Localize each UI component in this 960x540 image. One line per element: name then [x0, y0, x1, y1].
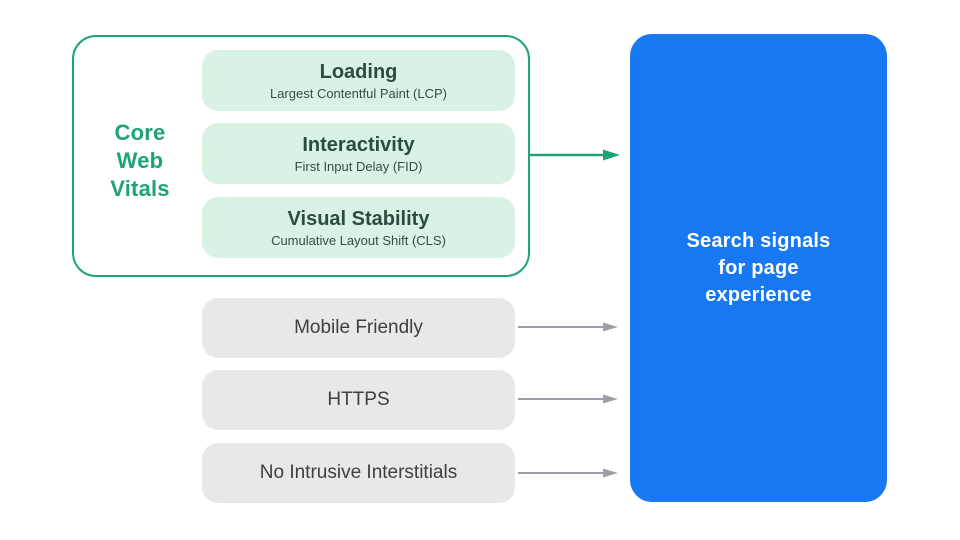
arrow-cwv-to-result-icon — [530, 149, 620, 161]
vital-box-visual-stability: Visual Stability Cumulative Layout Shift… — [202, 197, 515, 258]
signal-label: Mobile Friendly — [294, 317, 423, 338]
vital-box-interactivity: Interactivity First Input Delay (FID) — [202, 123, 515, 184]
vital-subtitle: Cumulative Layout Shift (CLS) — [271, 232, 446, 248]
vital-title: Loading — [319, 60, 398, 83]
search-signals-label-line: experience — [705, 283, 812, 306]
arrow-https-to-result-icon — [518, 394, 618, 404]
search-signals-panel: Search signals for page experience — [630, 34, 887, 502]
arrow-interstitials-to-result-icon — [518, 468, 618, 478]
vital-box-loading: Loading Largest Contentful Paint (LCP) — [202, 50, 515, 111]
core-web-vitals-label-line: Core — [114, 120, 166, 145]
signal-label: No Intrusive Interstitials — [259, 462, 458, 483]
vital-title: Interactivity — [302, 133, 415, 156]
signal-label: HTTPS — [327, 389, 390, 410]
search-signals-label: Search signals for page experience — [687, 228, 831, 309]
search-signals-label-line: Search signals — [686, 229, 831, 252]
vital-title: Visual Stability — [287, 207, 430, 230]
vital-subtitle: First Input Delay (FID) — [294, 158, 423, 174]
signal-box-mobile-friendly: Mobile Friendly — [202, 298, 515, 358]
core-web-vitals-label: Core Web Vitals — [84, 119, 196, 203]
search-signals-label-line: for page — [718, 256, 799, 279]
arrow-mobile-friendly-to-result-icon — [518, 322, 618, 332]
core-web-vitals-label-line: Web — [116, 148, 164, 173]
signal-box-no-intrusive-interstitials: No Intrusive Interstitials — [202, 443, 515, 503]
vital-subtitle: Largest Contentful Paint (LCP) — [269, 85, 448, 101]
signal-box-https: HTTPS — [202, 370, 515, 430]
core-web-vitals-label-line: Vitals — [110, 176, 170, 201]
